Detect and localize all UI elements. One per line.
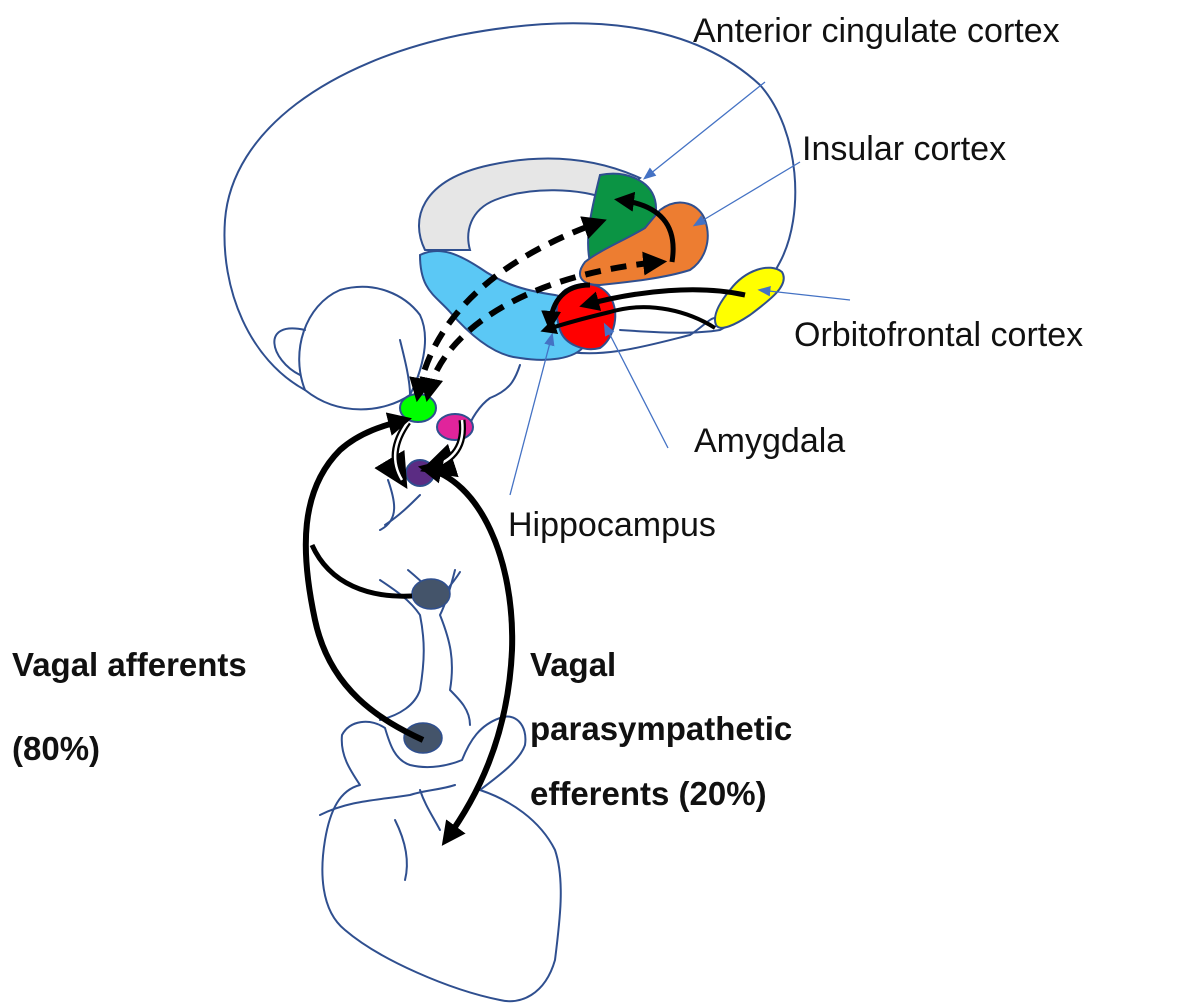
vagal-efferents-label-line2: parasympathetic xyxy=(530,710,792,748)
vagal-afferent-ganglion-branch xyxy=(312,545,412,596)
brainstem-outline-right xyxy=(468,365,520,430)
vagal-efferent-pathway xyxy=(425,468,512,840)
insula-leader-line xyxy=(695,162,800,225)
hippocampus-label: Hippocampus xyxy=(508,506,716,545)
heart-inner-line-2 xyxy=(395,820,407,880)
acc-leader-line xyxy=(645,82,765,178)
dorsal-motor-nucleus xyxy=(406,460,434,486)
insular-cortex-label: Insular cortex xyxy=(802,130,1006,169)
cord-outline-mid xyxy=(385,495,420,525)
nucleus-tractus-solitarius xyxy=(400,394,436,422)
heart-outline xyxy=(322,717,560,1002)
vagal-efferents-label-line3: efferents (20%) xyxy=(530,775,767,813)
vagal-afferents-label: Vagal afferents xyxy=(12,646,247,684)
orbitofrontal-region xyxy=(715,268,784,328)
vagal-afferents-percent: (80%) xyxy=(12,730,100,768)
nucleus-ambiguus xyxy=(437,414,473,440)
brainstem-outline-left xyxy=(400,340,410,395)
vagal-efferents-label-line1: Vagal xyxy=(530,646,616,684)
cervical-ganglion xyxy=(412,579,450,609)
orbitofrontal-label: Orbitofrontal cortex xyxy=(794,316,1083,355)
amygdala-label: Amygdala xyxy=(694,422,845,461)
heart-inner-line-3 xyxy=(420,790,440,830)
cerebellum-outline xyxy=(299,287,425,410)
vagal-afferent-pathway xyxy=(306,420,423,740)
anterior-cingulate-label: Anterior cingulate cortex xyxy=(693,12,1060,51)
